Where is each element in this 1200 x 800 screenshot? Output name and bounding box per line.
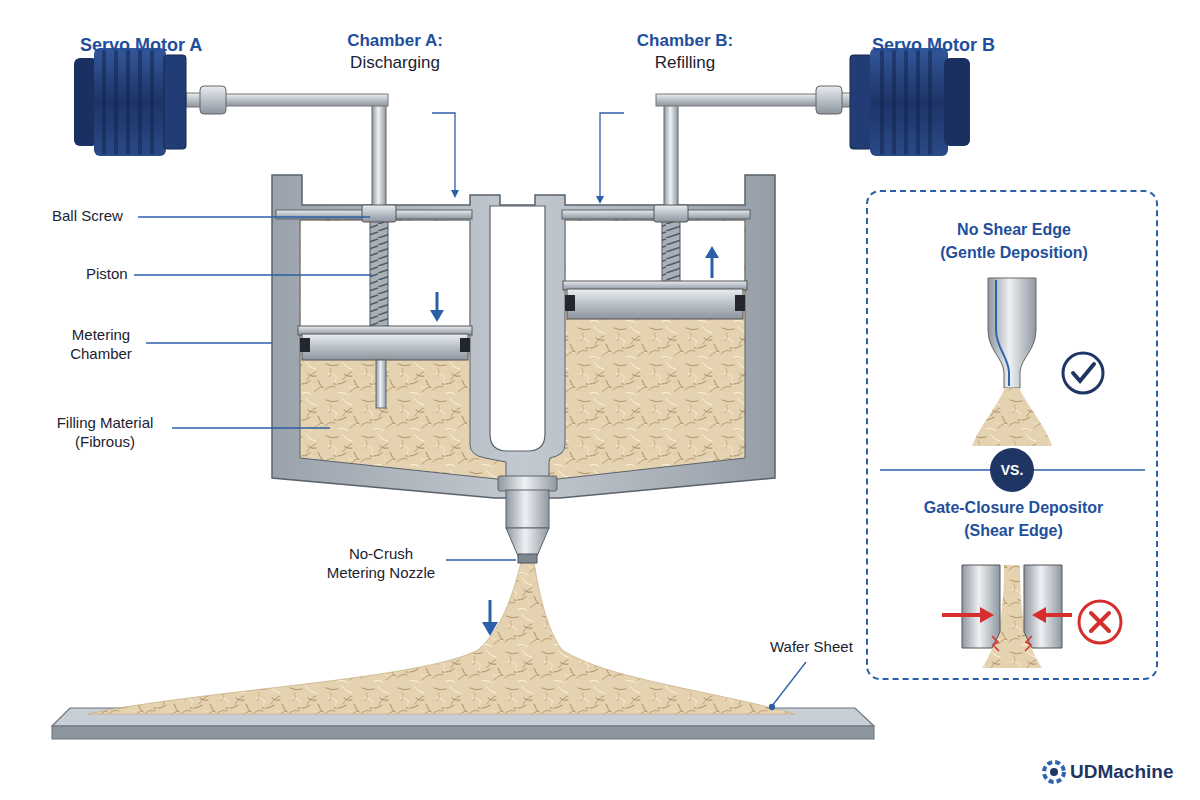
logo-text: UDMachine [1070,760,1173,784]
motion-arrows [430,246,719,636]
piston-b [563,100,747,319]
cross-symbol [1079,601,1121,643]
chamber-label: Chamber B: [615,30,755,51]
part-label: Ball Screw [52,207,123,226]
part-label: Piston [86,265,128,284]
chamber-state: Refilling [615,52,755,73]
check-symbol [1063,353,1103,393]
motor-label: Servo Motor B [872,34,995,57]
chamber-state: Discharging [325,52,465,73]
part-label: No-Crush Metering Nozzle [318,545,444,583]
deposited-filling [88,562,795,714]
part-label: Metering Chamber [58,326,144,364]
logo-icon [1044,762,1064,782]
servo-motor-a [74,48,388,156]
metering-housing [272,175,775,498]
part-label: Wafer Sheet [770,638,853,657]
node-heading: VS. [1001,460,1024,480]
piston-a [298,100,472,408]
comparison-panel: No Shear Edge (Gentle Deposition) Gate-Cl… [866,190,1158,680]
node-text: Gate-Closure Depositor (Shear Edge) [906,496,1121,542]
part-label: Filling Material (Fibrous) [40,414,170,452]
node-heading: No Shear Edge (Gentle Deposition) [930,218,1098,264]
metering-nozzle [498,476,557,563]
no-shear-nozzle [972,278,1052,446]
versus-circle: VS. [990,448,1034,492]
shear-blades [942,565,1072,668]
leader-lines [134,113,806,710]
motor-label: Servo Motor A [80,34,202,57]
chamber-label: Chamber A: [325,30,465,51]
